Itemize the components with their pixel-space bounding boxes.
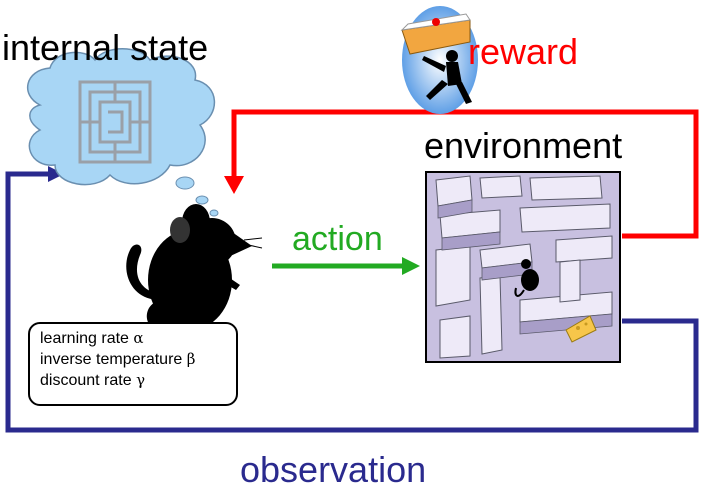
parameter-text: inverse temperature xyxy=(40,351,183,368)
parameter-learning-rate: learning rate α xyxy=(40,328,236,349)
reward-label: reward xyxy=(468,31,579,72)
environment-maze-icon xyxy=(425,171,621,363)
parameter-box: learning rate α inverse temperature β di… xyxy=(28,322,238,406)
parameter-text: discount rate xyxy=(40,372,132,389)
action-label: action xyxy=(292,220,383,258)
action-arrow xyxy=(272,257,420,275)
parameter-inverse-temperature: inverse temperature β xyxy=(40,349,236,370)
observation-label: observation xyxy=(240,449,427,490)
alpha-symbol: α xyxy=(133,329,144,347)
internal-state-label: internal state xyxy=(2,27,209,68)
reward-arrow xyxy=(224,109,699,239)
environment-label: environment xyxy=(424,125,623,166)
parameter-text: learning rate xyxy=(40,330,129,347)
parameter-discount-rate: discount rate γ xyxy=(40,370,236,391)
reward-runner-icon xyxy=(400,6,478,114)
rat-silhouette-icon xyxy=(126,204,252,334)
gamma-symbol: γ xyxy=(136,371,146,389)
cheese-icon xyxy=(565,315,597,343)
beta-symbol: β xyxy=(186,350,196,368)
maze-pattern-icon xyxy=(78,80,152,164)
thought-cloud-icon xyxy=(26,48,219,217)
observation-arrow xyxy=(5,166,699,433)
maze-rat-icon xyxy=(514,259,539,297)
